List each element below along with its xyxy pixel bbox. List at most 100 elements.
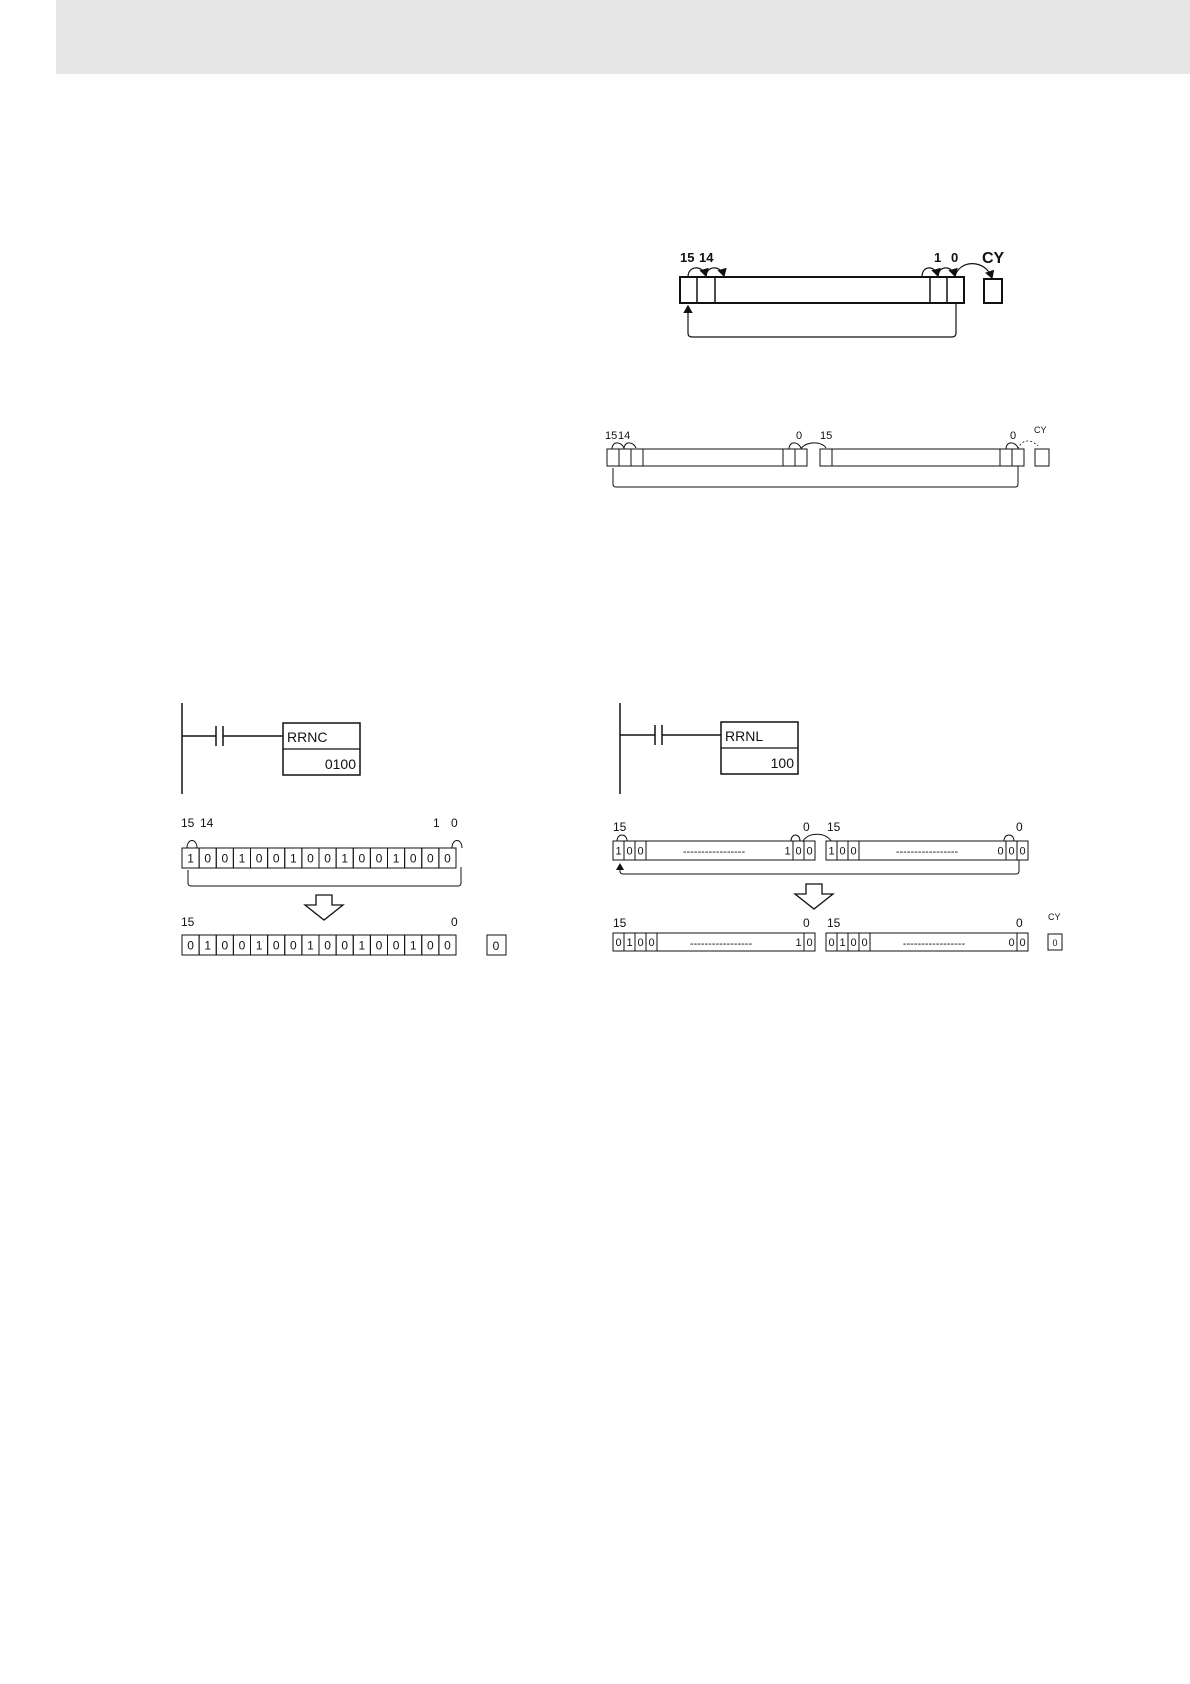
bit-label-14: 14 bbox=[200, 816, 214, 830]
bit-value: 1 bbox=[839, 937, 845, 949]
bit-value: 0 bbox=[1019, 845, 1025, 857]
bit-value: 0 bbox=[204, 851, 211, 865]
bit-value: 0 bbox=[850, 845, 856, 857]
bit-label-15: 15 bbox=[613, 916, 627, 930]
rotation-long-diagram: 15 14 0 15 0 CY bbox=[605, 425, 1049, 487]
carry-label: CY bbox=[1034, 425, 1047, 435]
bit-value: 1 bbox=[828, 845, 834, 857]
bit-value: 0 bbox=[307, 851, 314, 865]
bit-value: 0 bbox=[1019, 937, 1025, 949]
bit-value: 0 bbox=[795, 845, 801, 857]
carry-value: 0 bbox=[1052, 938, 1057, 948]
bit-value: 1 bbox=[256, 938, 263, 952]
bit-value: 0 bbox=[806, 845, 812, 857]
bit-value: 0 bbox=[324, 851, 331, 865]
bit-value: 0 bbox=[828, 937, 834, 949]
bit-value: 1 bbox=[626, 937, 632, 949]
bit-label-15: 15 bbox=[181, 816, 195, 830]
carry-value: 0 bbox=[493, 939, 500, 953]
bit-value: 1 bbox=[239, 851, 246, 865]
carry-box bbox=[1035, 449, 1049, 466]
bit-label-15: 15 bbox=[820, 430, 832, 442]
bit-value: 0 bbox=[427, 938, 434, 952]
register-box bbox=[680, 277, 964, 303]
bit-value: 0 bbox=[256, 851, 263, 865]
bit-value: 0 bbox=[1008, 845, 1014, 857]
instruction-name: RRNC bbox=[287, 729, 327, 745]
bit-value: 0 bbox=[861, 937, 867, 949]
bit-value: 0 bbox=[444, 851, 451, 865]
bit-label-0: 0 bbox=[1016, 820, 1023, 834]
bit-value: 0 bbox=[637, 845, 643, 857]
bit-value: 1 bbox=[290, 851, 297, 865]
bit-label-0: 0 bbox=[1016, 916, 1023, 930]
carry-label: CY bbox=[982, 250, 1005, 267]
bit-value: 0 bbox=[839, 845, 845, 857]
word1-box bbox=[607, 449, 807, 466]
bit-label-14: 14 bbox=[618, 430, 630, 442]
bit-value: 0 bbox=[1008, 937, 1014, 949]
bit-value: 0 bbox=[273, 938, 280, 952]
bit-label-0: 0 bbox=[803, 916, 810, 930]
bit-label-15: 15 bbox=[680, 250, 694, 265]
bit-value: 0 bbox=[239, 938, 246, 952]
bit-value: 0 bbox=[273, 851, 280, 865]
bit-value: 1 bbox=[204, 938, 211, 952]
bit-value: 1 bbox=[341, 851, 348, 865]
bit-label-0: 0 bbox=[803, 820, 810, 834]
bit-value: 0 bbox=[290, 938, 297, 952]
bit-value: 0 bbox=[615, 937, 621, 949]
bit-label-1: 1 bbox=[433, 816, 440, 830]
dashes: ----------------- bbox=[903, 938, 966, 950]
bit-label-0: 0 bbox=[451, 816, 458, 830]
bit-label-0: 0 bbox=[796, 430, 802, 442]
carry-label: CY bbox=[1048, 912, 1061, 922]
instruction-name: RRNL bbox=[725, 728, 763, 744]
bit-value: 0 bbox=[358, 851, 365, 865]
bit-label-14: 14 bbox=[699, 250, 714, 265]
bit-value: 1 bbox=[307, 938, 314, 952]
bit-value: 0 bbox=[376, 851, 383, 865]
bit-value: 0 bbox=[221, 938, 228, 952]
bit-value: 0 bbox=[393, 938, 400, 952]
bit-value: 0 bbox=[341, 938, 348, 952]
bit-label-0: 0 bbox=[951, 250, 958, 265]
instruction-operand: 0100 bbox=[325, 756, 356, 772]
bit-value: 0 bbox=[997, 845, 1003, 857]
bit-value: 0 bbox=[221, 851, 228, 865]
bit-value: 0 bbox=[626, 845, 632, 857]
bit-label-15: 15 bbox=[605, 430, 617, 442]
bit-value: 1 bbox=[393, 851, 400, 865]
bit-label-15: 15 bbox=[613, 820, 627, 834]
word2-box bbox=[820, 449, 1024, 466]
down-arrow-icon bbox=[305, 895, 343, 920]
bit-value: 0 bbox=[806, 937, 812, 949]
bit-label-0: 0 bbox=[451, 915, 458, 929]
bit-value: 0 bbox=[427, 851, 434, 865]
carry-box bbox=[984, 279, 1002, 303]
down-arrow-icon bbox=[795, 884, 833, 909]
dashes: ----------------- bbox=[683, 846, 746, 858]
instruction-operand: 100 bbox=[771, 755, 795, 771]
bit-value: 1 bbox=[187, 851, 194, 865]
bit-value: 0 bbox=[444, 938, 451, 952]
bit-value: 0 bbox=[187, 938, 194, 952]
bit-value: 1 bbox=[784, 845, 790, 857]
bit-label-1: 1 bbox=[934, 250, 941, 265]
dashes: ----------------- bbox=[896, 846, 959, 858]
bit-value: 1 bbox=[615, 845, 621, 857]
bit-label-15: 15 bbox=[181, 915, 195, 929]
bit-label-0: 0 bbox=[1010, 430, 1016, 442]
bit-label-15: 15 bbox=[827, 916, 841, 930]
bit-value: 0 bbox=[376, 938, 383, 952]
bit-value: 0 bbox=[850, 937, 856, 949]
bit-value: 1 bbox=[795, 937, 801, 949]
bit-value: 0 bbox=[637, 937, 643, 949]
bit-value: 1 bbox=[410, 938, 417, 952]
bit-value: 0 bbox=[324, 938, 331, 952]
